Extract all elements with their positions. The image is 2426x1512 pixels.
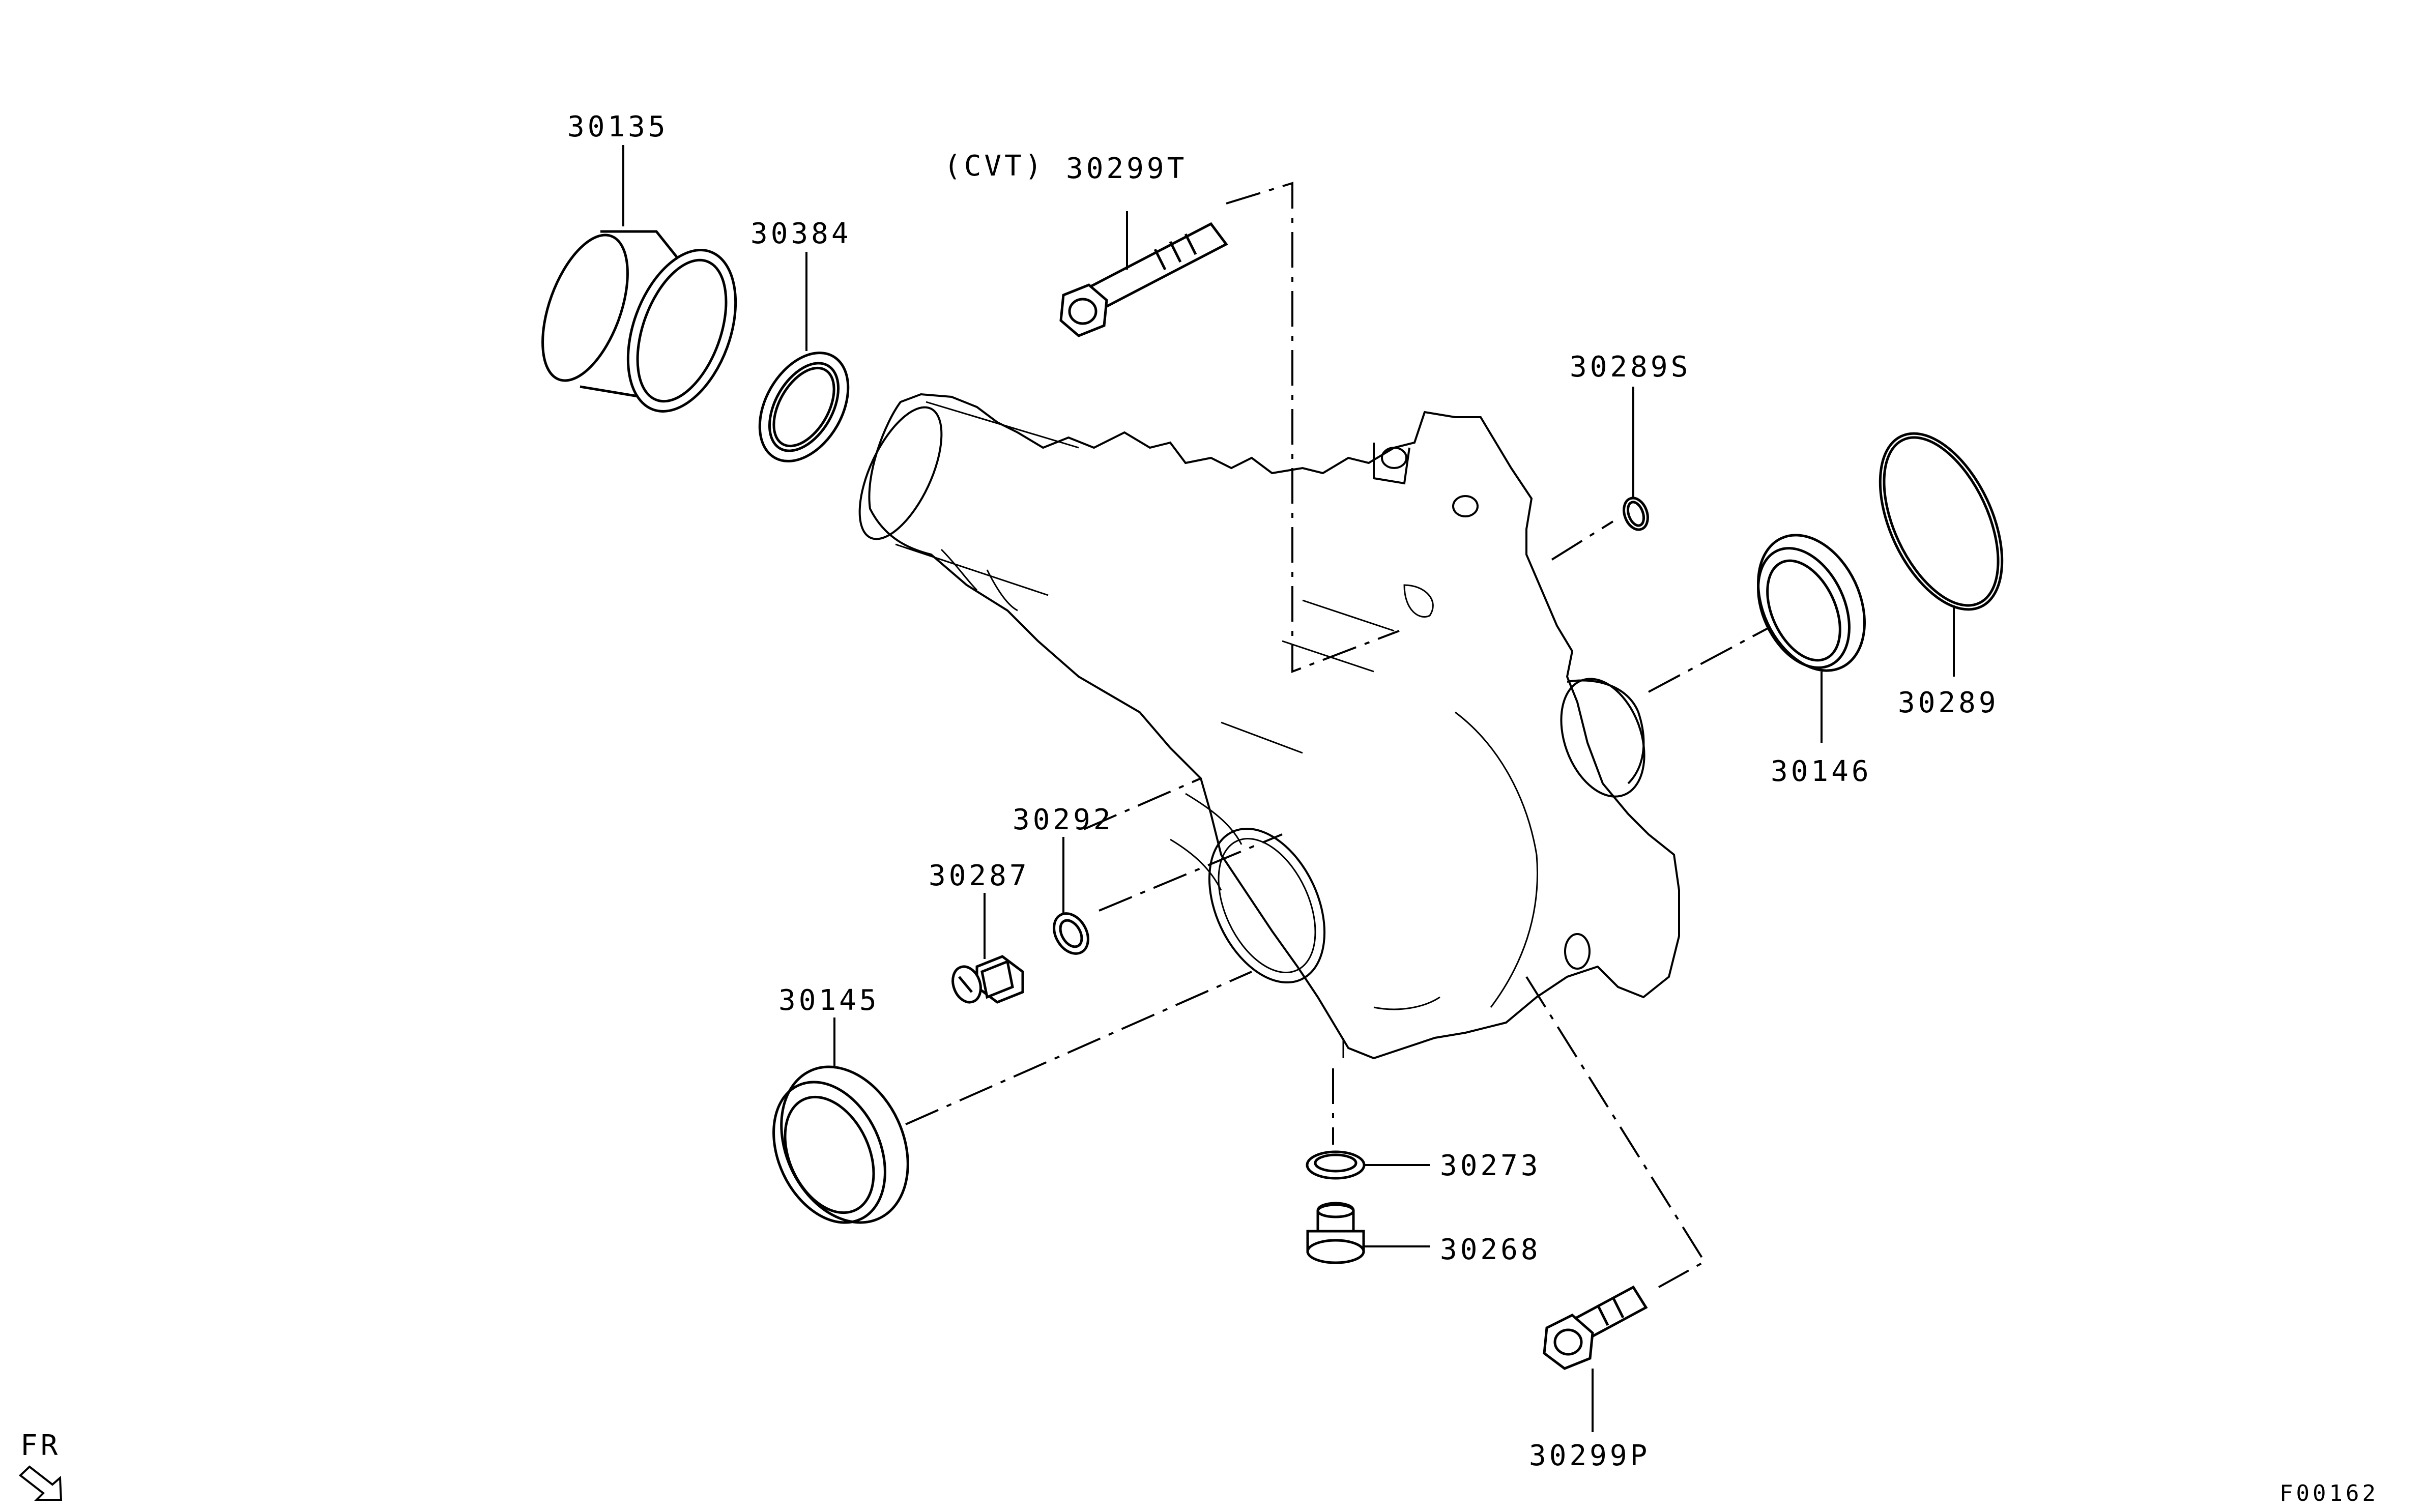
part-30135-sleeve[interactable] xyxy=(526,224,756,426)
label-30384: 30384 xyxy=(750,217,852,250)
label-30299T: 30299T xyxy=(1066,152,1187,185)
centerline-30289S xyxy=(1551,520,1614,561)
centerline-30145 xyxy=(905,971,1252,1125)
label-cvt-note: (CVT) xyxy=(944,150,1045,183)
figure-code: F00162 xyxy=(2279,1480,2379,1506)
label-30135: 30135 xyxy=(567,110,669,143)
part-30145-seal[interactable] xyxy=(752,1046,932,1243)
part-30292-washer[interactable] xyxy=(1047,908,1095,960)
centerline-30299P xyxy=(1525,976,1706,1288)
label-30292: 30292 xyxy=(1013,803,1114,836)
part-30273-gasket[interactable] xyxy=(1306,1150,1366,1180)
part-30299T-bolt[interactable] xyxy=(1059,222,1228,337)
label-30289: 30289 xyxy=(1898,686,1999,719)
part-30289S-oring[interactable] xyxy=(1620,495,1652,533)
label-leaders xyxy=(622,145,1955,1432)
part-30268-plug[interactable] xyxy=(1306,1202,1365,1264)
part-30287-plug[interactable] xyxy=(948,955,1024,1006)
label-30145: 30145 xyxy=(778,984,880,1017)
centerline-30292 xyxy=(1083,777,1283,912)
transfer-case-housing xyxy=(858,393,1680,1060)
direction-arrow-icon xyxy=(18,1465,63,1501)
assembly-lines xyxy=(905,182,1802,1288)
label-30289S: 30289S xyxy=(1570,351,1691,384)
label-30299P: 30299P xyxy=(1529,1439,1650,1472)
label-30146: 30146 xyxy=(1771,755,1872,788)
label-30268: 30268 xyxy=(1440,1233,1541,1266)
front-direction-indicator: FR xyxy=(18,1429,63,1501)
label-30273: 30273 xyxy=(1440,1149,1541,1182)
part-30289-oring[interactable] xyxy=(1855,415,2027,628)
direction-label: FR xyxy=(20,1429,61,1462)
label-30287: 30287 xyxy=(929,859,1030,892)
part-30146-seal[interactable] xyxy=(1738,518,1886,688)
centerline-30299T xyxy=(1226,182,1400,673)
part-30299P-bolt[interactable] xyxy=(1543,1285,1648,1370)
part-30384-seal[interactable] xyxy=(742,337,867,477)
